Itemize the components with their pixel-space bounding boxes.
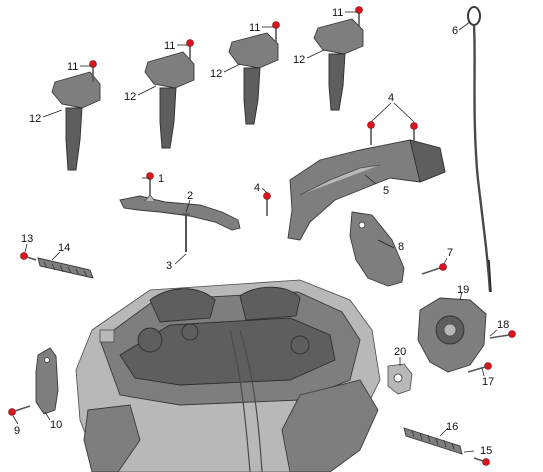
callout-18: 18 <box>497 319 509 331</box>
callout-5: 5 <box>383 185 389 197</box>
oil-dipstick <box>467 6 492 293</box>
callout-3: 3 <box>166 260 172 272</box>
coil-bolt <box>355 6 363 27</box>
engine-assembly <box>75 279 381 472</box>
bracket-10 <box>35 347 59 415</box>
threaded-stud-14 <box>37 257 94 279</box>
coil-bolt <box>186 39 194 60</box>
coil-bolt <box>272 21 280 42</box>
callout-15: 15 <box>480 445 492 457</box>
leader-lines <box>12 11 498 453</box>
callout-labels: 1 2 3 4 4 5 6 7 8 9 10 11 11 11 11 12 12… <box>14 7 509 457</box>
ignition-coil <box>51 71 101 171</box>
callout-10: 10 <box>50 419 62 431</box>
callout-9: 9 <box>14 425 20 437</box>
callout-4-upper: 4 <box>388 92 394 104</box>
bracket-bolt-7 <box>421 263 447 275</box>
ignition-coil <box>228 32 279 125</box>
ignition-coil <box>144 51 195 149</box>
callout-4-lower: 4 <box>254 182 260 194</box>
pipe-stud <box>182 213 190 252</box>
ignition-coil <box>313 18 364 111</box>
vacuum-pump <box>417 297 487 373</box>
bracket-bolt <box>263 192 271 216</box>
callout-12-coil-3: 12 <box>210 68 222 80</box>
pipe-bracket <box>119 194 241 231</box>
callout-16: 16 <box>446 421 458 433</box>
heat-shield <box>287 139 446 241</box>
bolt-17 <box>467 362 492 373</box>
pipe-bracket-bolt <box>146 172 154 196</box>
callout-6: 6 <box>452 25 458 37</box>
heat-shield-bolt <box>367 121 375 145</box>
heat-shield-bolt <box>410 122 418 146</box>
callout-11-coil-2: 11 <box>164 40 175 52</box>
callout-19: 19 <box>457 284 469 296</box>
callout-20: 20 <box>394 346 406 358</box>
mounting-bracket <box>349 211 405 287</box>
callout-11-coil-4: 11 <box>332 7 343 19</box>
bolt-15 <box>473 457 490 466</box>
callout-12-coil-4: 12 <box>293 54 305 66</box>
threaded-stud-16 <box>403 427 463 455</box>
callout-12-coil-1: 12 <box>29 113 41 125</box>
gasket-plate-20 <box>387 363 413 395</box>
bolt-9 <box>8 405 31 416</box>
bolt-18 <box>489 330 516 339</box>
bolt-13 <box>20 252 37 261</box>
callout-17: 17 <box>482 376 494 388</box>
callout-2: 2 <box>187 190 193 202</box>
callout-7: 7 <box>447 247 453 259</box>
callout-11-coil-1: 11 <box>67 61 78 73</box>
callout-14: 14 <box>58 242 70 254</box>
callout-12-coil-2: 12 <box>124 91 136 103</box>
callout-13: 13 <box>21 233 33 245</box>
callout-1: 1 <box>158 173 164 185</box>
callout-8: 8 <box>398 241 404 253</box>
callout-11-coil-3: 11 <box>249 22 260 34</box>
coil-bolt <box>89 60 97 82</box>
